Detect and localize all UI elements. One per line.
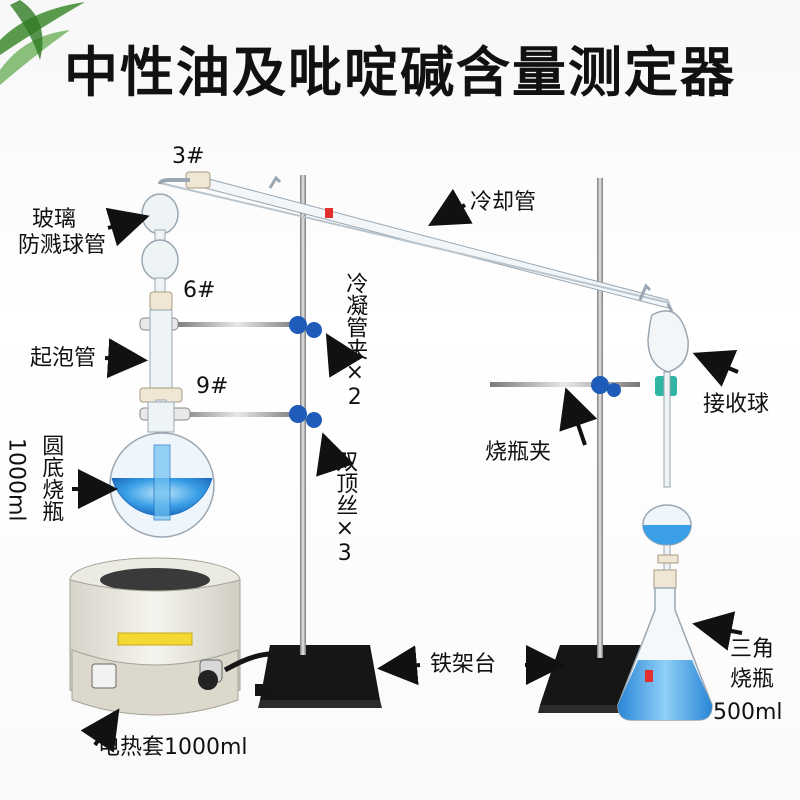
left-iron-stand xyxy=(258,175,382,708)
page-title: 中性油及吡啶碱含量测定器 xyxy=(64,41,736,104)
erlenmeyer-name-line1: 三角 xyxy=(730,637,775,662)
splash-bulb-label-line2: 防溅球管 xyxy=(18,233,107,258)
double-clamp-label: 双顶丝×3 xyxy=(332,450,358,566)
erlenmeyer-name-line2: 烧瓶 xyxy=(730,667,775,692)
logo-badge xyxy=(325,208,333,218)
bubbler-label: 起泡管 xyxy=(30,346,97,371)
receiver-bulb-label: 接收球 xyxy=(703,392,770,417)
heating-mantle xyxy=(69,557,294,716)
iron-stand-label: 铁架台 xyxy=(430,652,497,677)
arrow-icon xyxy=(692,611,743,651)
arrow-icon xyxy=(692,349,739,387)
erlenmeyer-flask xyxy=(617,569,713,721)
bamboo-leaf-decoration xyxy=(0,0,85,85)
condenser-tube xyxy=(159,171,675,326)
receiver-assembly xyxy=(642,310,692,576)
round-bottom-flask xyxy=(109,401,215,538)
arrow-icon xyxy=(80,708,120,753)
arrow-icon xyxy=(316,432,355,477)
joint-9-label: 9# xyxy=(196,374,229,399)
arrow-icon xyxy=(105,207,150,247)
flask-clamp-label: 烧瓶夹 xyxy=(485,440,552,465)
flask-volume-label: 1000ml xyxy=(3,438,29,522)
splash-bulb-tube xyxy=(141,178,190,295)
heater-label: 电热套1000ml xyxy=(98,735,248,760)
logo-badge xyxy=(645,670,653,682)
flask-name-label: 圆底烧瓶 xyxy=(38,434,64,522)
arrow-icon xyxy=(428,188,473,226)
arrow-icon xyxy=(377,645,421,686)
arrow-icon xyxy=(559,387,598,446)
callout-arrows xyxy=(72,188,743,753)
flask-clamp-arm xyxy=(490,376,677,397)
condenser-label: 冷却管 xyxy=(470,190,537,215)
arrow-icon xyxy=(325,333,364,378)
splash-bulb-label-line1: 玻璃 xyxy=(32,207,77,232)
joint-6-label: 6# xyxy=(183,278,216,303)
joint-3-label: 3# xyxy=(172,144,205,169)
arrow-icon xyxy=(104,338,148,379)
condenser-clamp-label: 冷凝管夹×2 xyxy=(342,272,368,410)
erlenmeyer-volume-label: 500ml xyxy=(713,700,783,725)
